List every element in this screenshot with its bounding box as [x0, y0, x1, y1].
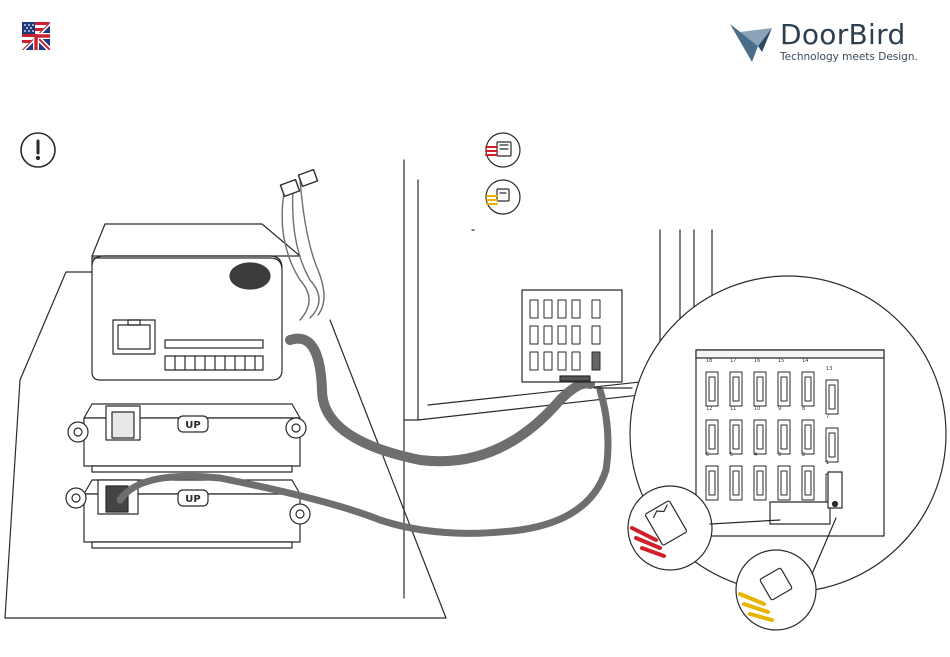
yellow-connector-callout [736, 518, 836, 630]
board-slot-number: 13 [826, 366, 832, 372]
mounting-plane [5, 272, 446, 618]
board-slot-inner [709, 425, 715, 449]
board-slot [730, 420, 742, 454]
board-slot-inner [709, 377, 715, 401]
mounting-bracket-lower: UP [66, 480, 310, 548]
board-slot [778, 466, 790, 500]
ethernet-port [113, 320, 155, 354]
board-slot [802, 420, 814, 454]
board-slot-inner [757, 377, 763, 401]
board-slot [706, 372, 718, 406]
red-connector-callout [628, 486, 780, 570]
intercom-housing [92, 224, 300, 380]
board-slot-number: 3 [778, 452, 781, 458]
language-flag-icon[interactable] [22, 22, 50, 50]
board-slot-inner [757, 425, 763, 449]
up-label-upper: UP [185, 420, 200, 431]
mounting-bracket-upper: UP [68, 404, 306, 472]
wall-corner [404, 160, 712, 598]
zoom-detail-circle [594, 276, 946, 592]
board-slot-number: 7 [826, 414, 829, 420]
board-slot [730, 372, 742, 406]
board-slot-numbers: 18 17 16 15 14 13 12 11 10 9 8 7 6 5 4 3 2 1 [706, 358, 832, 466]
board-slot [706, 420, 718, 454]
doorbird-bird-icon [728, 22, 776, 66]
board-slot-number: 5 [730, 452, 733, 458]
board-slot-inner [733, 425, 739, 449]
board-slot-inner [805, 471, 811, 495]
board-slot [826, 380, 838, 414]
warning-icon [21, 133, 55, 167]
board-slot [826, 428, 838, 462]
board-slot-inner [781, 377, 787, 401]
ribbon-cable-top [280, 170, 324, 320]
board-slot-number: 8 [802, 406, 805, 412]
board-slot [778, 420, 790, 454]
board-slot-inner [757, 471, 763, 495]
board-slot-inner [805, 425, 811, 449]
board-slot-number: 17 [730, 358, 736, 364]
board-slot [802, 372, 814, 406]
board-slot [754, 420, 766, 454]
board-slot-inner [829, 385, 835, 409]
board-slot [706, 466, 718, 500]
flat-cable-main [290, 339, 590, 462]
board-slot-number: 14 [802, 358, 808, 364]
board-slot [778, 372, 790, 406]
board-slot-number: 16 [754, 358, 760, 364]
zoomed-board [696, 350, 884, 536]
board-slot-number: 18 [706, 358, 712, 364]
terminal-block [165, 340, 263, 370]
board-slot-inner [781, 471, 787, 495]
flat-cable-lower [120, 390, 608, 533]
brand-tagline: Technology meets Design. [780, 51, 918, 63]
board-slot [754, 466, 766, 500]
wall-module [522, 290, 622, 382]
red-connector-legend-icon [486, 133, 520, 167]
board-slot-number: 1 [826, 460, 829, 466]
board-slot-number: 4 [754, 452, 757, 458]
board-slot [802, 466, 814, 500]
yellow-connector-legend-icon [486, 180, 520, 214]
board-slot-number: 6 [706, 452, 709, 458]
up-label-lower: UP [185, 494, 200, 505]
doorbird-logo: DoorBird Technology meets Design. [728, 18, 933, 68]
board-slot-inner [733, 377, 739, 401]
board-slot-inner [709, 471, 715, 495]
brand-name: DoorBird [780, 20, 906, 50]
board-slot-number: 2 [802, 452, 805, 458]
board-slot [826, 474, 838, 508]
board-slot-number: 12 [706, 406, 712, 412]
board-slot-inner [829, 433, 835, 457]
board-slot-inner [733, 471, 739, 495]
board-slot-number: 10 [754, 406, 760, 412]
board-slot-number: 11 [730, 406, 736, 412]
board-slot-number: 9 [778, 406, 781, 412]
board-slot-inner [781, 425, 787, 449]
board-slot-number: 15 [778, 358, 784, 364]
board-slot-inner [829, 479, 835, 503]
board-slot [754, 372, 766, 406]
board-slot-inner [805, 377, 811, 401]
board-slot [730, 466, 742, 500]
